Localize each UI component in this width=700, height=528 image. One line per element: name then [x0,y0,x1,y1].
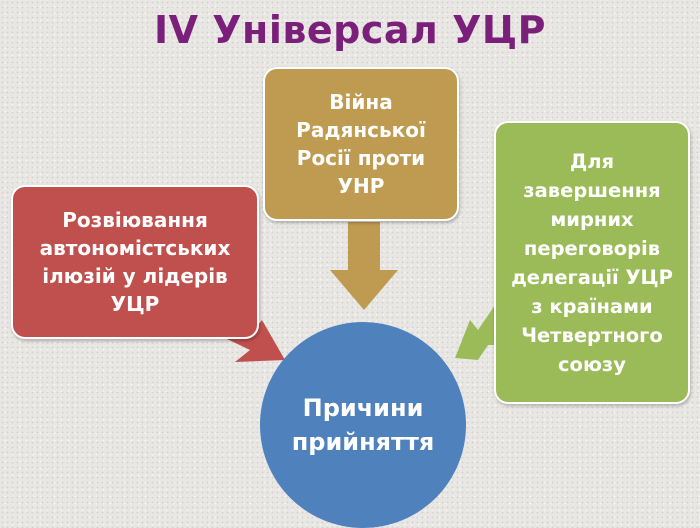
slide-title: IV Універсал УЦР [153,8,546,52]
cause-box-peace-talks: Для завершення мирних переговорів делега… [494,121,690,404]
cause-box-illusions: Розвіювання автономістських ілюзій у лід… [11,185,259,339]
cause-label: Розвіювання автономістських ілюзій у лід… [39,208,231,316]
center-circle: Причини прийняття [260,322,466,528]
arrow-red [225,320,285,362]
cause-box-war: Війна Радянської Росії проти УНР [263,67,459,221]
cause-label: Війна Радянської Росії проти УНР [296,90,426,198]
cause-label: Для завершення мирних переговорів делега… [511,149,673,376]
arrow-green [455,305,495,360]
center-label: Причини прийняття [291,394,435,456]
arrow-gold [330,222,398,310]
